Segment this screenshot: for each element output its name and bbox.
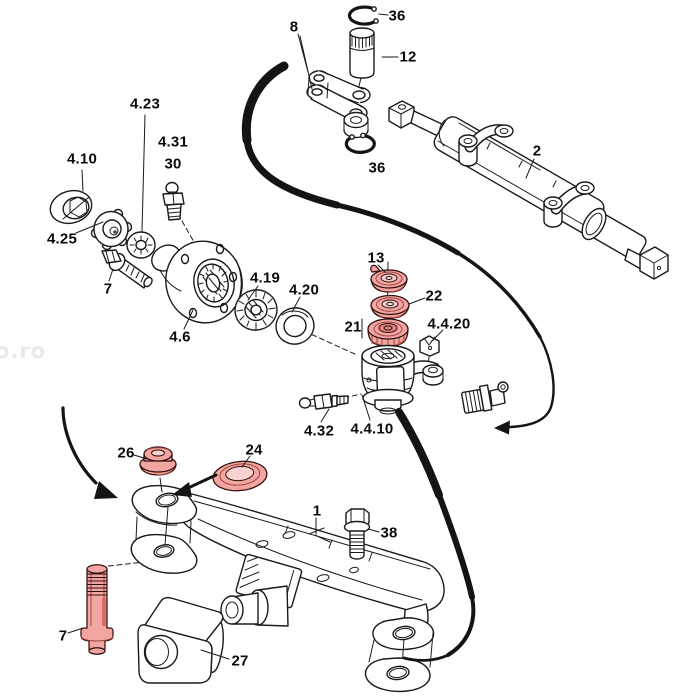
snap-ring-36-top-drawing	[347, 5, 379, 26]
bearing-4-19-drawing	[234, 289, 278, 331]
steering-cylinder-2-drawing	[388, 100, 669, 280]
cap-4-10-drawing	[49, 189, 93, 225]
bolt-7-upper-drawing	[101, 249, 153, 289]
flow-arrow-bottom-swoosh	[395, 408, 476, 662]
watermark: o.ro	[0, 339, 47, 363]
bolt-7-lower-drawing	[80, 564, 114, 655]
leader-lines	[67, 13, 535, 660]
clamp-4-4-20-drawing	[419, 335, 440, 357]
seal-ring-4-20-drawing	[275, 307, 315, 345]
steering-arm-8-drawing	[306, 70, 371, 139]
castle-nut-4-25-drawing	[90, 208, 133, 251]
grease-fitting-4-32-drawing	[298, 393, 349, 410]
wheel-hub-4-6-drawing	[151, 240, 243, 324]
support-block-27-drawing	[137, 596, 224, 684]
lock-washer-4-23-drawing	[126, 231, 156, 259]
elbow-fitting-drawing	[461, 381, 509, 414]
bushing-26-drawing	[139, 446, 177, 476]
bearing-21-drawing	[367, 318, 409, 347]
seal-ring-24-drawing	[212, 460, 268, 492]
flow-arrow-ring-24	[172, 473, 218, 497]
flow-arrow-top-swoosh	[241, 61, 555, 435]
grease-fitting-30-drawing	[162, 181, 185, 221]
seal-cap-13-drawing	[370, 264, 408, 293]
flow-arrow-left	[61, 406, 118, 499]
snap-ring-36-mid-drawing	[344, 132, 376, 154]
knuckle-4-4-10-drawing	[361, 344, 444, 415]
pin-12-drawing	[349, 27, 375, 79]
washer-22-drawing	[370, 294, 410, 319]
axle-beam-1-drawing	[130, 477, 445, 693]
bolt-38-drawing	[343, 508, 371, 560]
